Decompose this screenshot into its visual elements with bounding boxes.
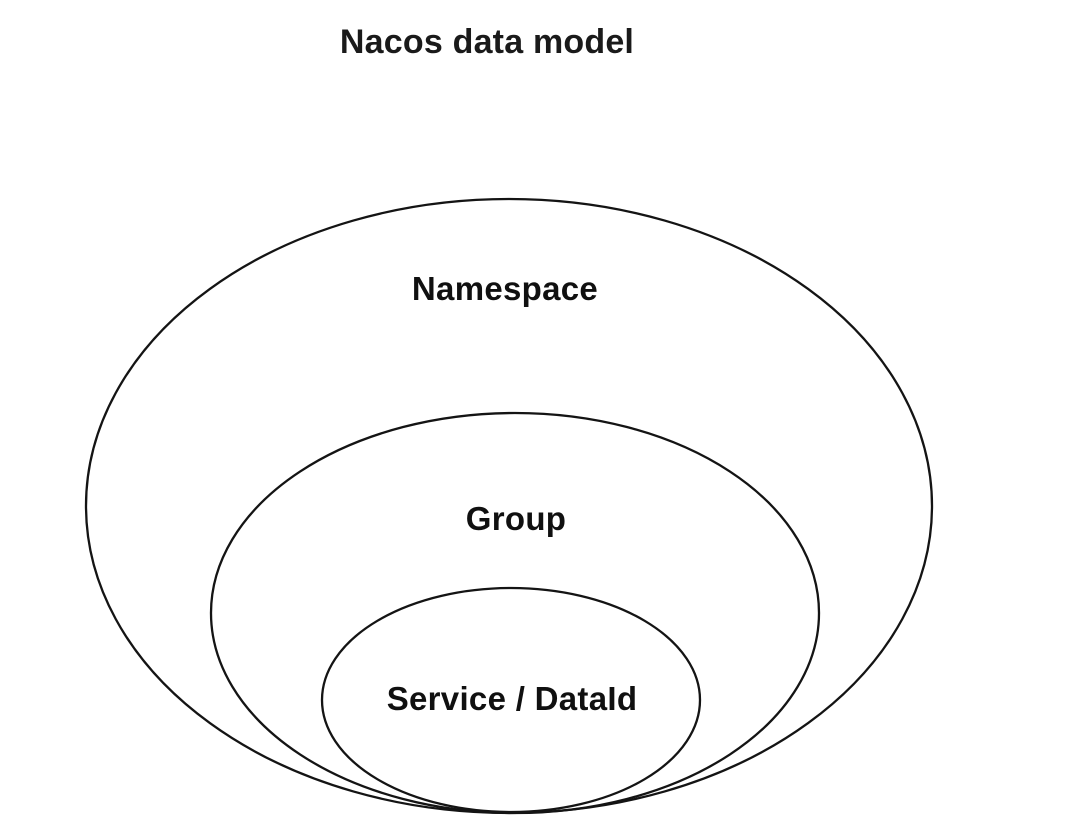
label-namespace: Namespace bbox=[411, 270, 599, 307]
page-title: Nacos data model bbox=[0, 18, 1080, 66]
ellipse-group bbox=[211, 413, 819, 813]
label-service-dataid: Service / DataId bbox=[386, 680, 638, 717]
label-group: Group bbox=[465, 500, 567, 537]
page-title-text: Nacos data model bbox=[339, 23, 635, 61]
ellipse-service-dataid bbox=[322, 588, 700, 812]
